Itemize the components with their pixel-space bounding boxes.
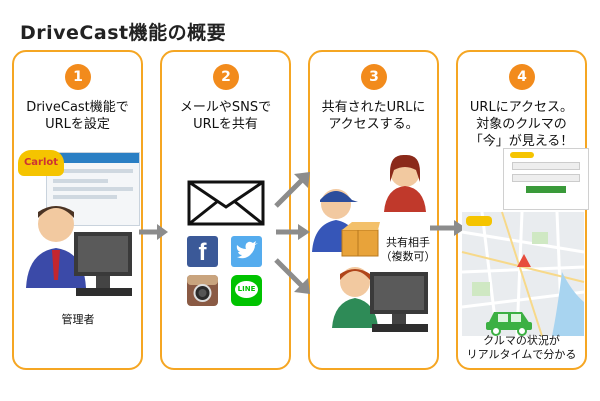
admin-label: 管理者 [61, 313, 95, 326]
page-title: DriveCast機能の概要 [20, 22, 227, 44]
step-2-number: 2 [213, 64, 239, 90]
facebook-icon: f [187, 236, 218, 267]
instagram-icon [187, 275, 218, 306]
step-4-number: 4 [509, 64, 535, 90]
arrow-3-to-4 [430, 220, 466, 236]
shared-partner-label: 共有相手 （複数可） [380, 236, 436, 263]
recipient-woman-icon [384, 154, 426, 212]
step-2-text: メールやSNSで URLを共有 [179, 100, 272, 132]
arrow-1-to-2 [139, 224, 168, 240]
step-3-text: 共有されたURLに アクセスする。 [321, 100, 426, 132]
step-1-text: DriveCast機能で URLを設定 [26, 100, 129, 132]
step-4-text: URLにアクセス。 対象のクルマの 「今」が見える！ [469, 100, 574, 149]
arrow-2-to-3-up [274, 172, 310, 208]
logo-text: Carlot [23, 157, 59, 168]
step-3-number: 3 [361, 64, 387, 90]
app-login-screen [503, 148, 589, 210]
arrow-2-to-3-down [274, 258, 310, 294]
computer-icon [74, 232, 132, 296]
twitter-icon [231, 236, 262, 267]
mail-icon [187, 180, 265, 226]
car-status-label: クルマの状況が リアルタイムで分かる [466, 334, 577, 361]
package-box-icon [341, 222, 380, 257]
carlot-logo: Carlot [18, 150, 64, 176]
line-icon: LINE [231, 275, 262, 306]
recipient-computer-icon [370, 272, 428, 332]
car-icon [486, 312, 532, 336]
recipient-man-icon [332, 267, 378, 328]
arrow-2-to-3-middle [276, 224, 310, 240]
admin-person-icon [26, 206, 86, 288]
step-1-number: 1 [65, 64, 91, 90]
